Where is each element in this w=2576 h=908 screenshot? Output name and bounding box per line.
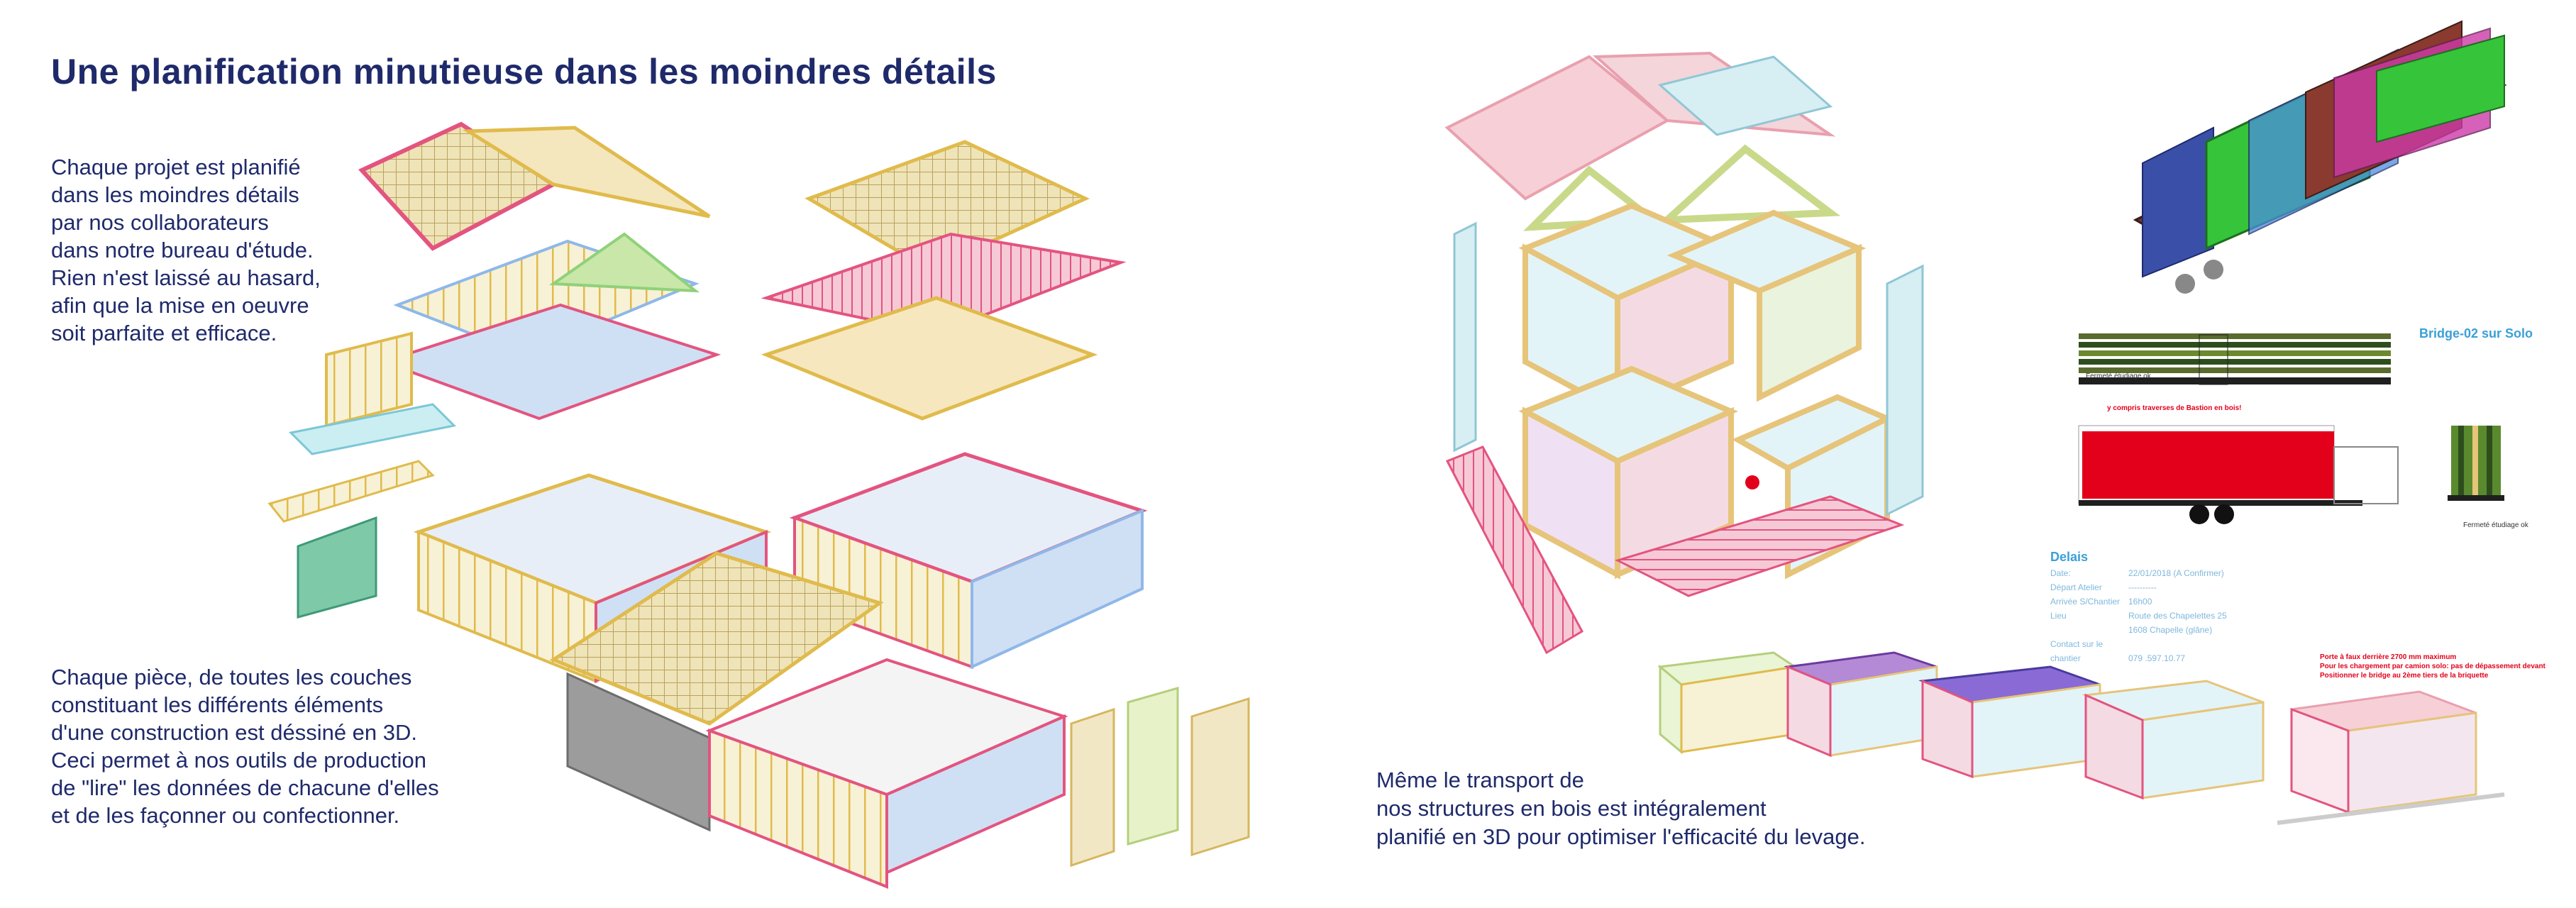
- delais-row: Date:22/01/2018 (A Confirmer): [2050, 568, 2224, 578]
- module-3: [1918, 665, 2101, 779]
- paragraph-line: Chaque projet est planifié: [51, 155, 301, 179]
- module-5: [2277, 690, 2505, 825]
- side-panel: [1453, 221, 1477, 453]
- roof-panel: [462, 126, 711, 218]
- wall-panel: [708, 729, 888, 889]
- delais-row: Départ Atelier----------: [2050, 582, 2157, 592]
- truck-loading-3d: [2133, 20, 2507, 294]
- wall-panel: [288, 403, 457, 455]
- wall-panel: [971, 509, 1144, 670]
- side-panel: [1886, 264, 1924, 516]
- deck: [1614, 495, 1905, 597]
- exploded-house-isometric: [1444, 51, 1924, 655]
- intro-paragraph: Chaque projet est planifié dans les moin…: [51, 153, 356, 347]
- paragraph-line: et de les façonner ou confectionner.: [51, 803, 400, 828]
- paragraph-line: Chaque pièce, de toutes les couches: [51, 665, 412, 690]
- facade-board: [1190, 697, 1250, 857]
- roof-panel: [549, 551, 884, 726]
- wall-panel: [885, 714, 1066, 875]
- floor-panel: [378, 303, 722, 421]
- wall-panel: [325, 331, 413, 428]
- paragraph-line: afin que la mise en oeuvre: [51, 293, 309, 318]
- facade-board: [1127, 687, 1179, 846]
- paragraph-line: de "lire" les données de chacune d'elles: [51, 775, 439, 800]
- footer-red-notes: Porte à faux derrière 2700 mm maximum Po…: [2320, 653, 2545, 680]
- truck-wheel: [2204, 260, 2223, 279]
- module-2: [1784, 651, 1938, 758]
- paragraph-line: soit parfaite et efficace.: [51, 321, 277, 345]
- paragraph-line: d'une construction est déssiné en 3D.: [51, 720, 418, 745]
- delais-title: Delais: [2050, 550, 2089, 564]
- paragraph-line: planifié en 3D pour optimiser l'efficaci…: [1376, 824, 1866, 849]
- roof-panel: [805, 140, 1090, 272]
- paragraph-line: Même le transport de: [1376, 768, 1584, 792]
- sheet-heading: Bridge-02 sur Solo: [2419, 326, 2533, 340]
- paragraph-line: Rien n'est laissé au hasard,: [51, 265, 321, 290]
- roof-structure: [761, 296, 1098, 421]
- page-title: Une planification minutieuse dans les mo…: [51, 52, 997, 92]
- paragraph-line: Ceci permet à nos outils de production: [51, 748, 427, 773]
- paragraph-line: par nos collaborateurs: [51, 210, 269, 235]
- transport-plan-sheet: Bridge-02 sur Solo Fermeté étudiage ok y…: [2050, 312, 2547, 709]
- trailer-elevation: [2078, 425, 2504, 524]
- 3d-modeling-paragraph: Chaque pièce, de toutes les couches cons…: [51, 663, 485, 829]
- module-box: [1757, 243, 1862, 402]
- gable-frame: [1657, 144, 1841, 224]
- panel-stack-elevation: [2079, 333, 2391, 385]
- delais-row: 1608 Chapelle (glâne): [2128, 625, 2213, 635]
- red-note: y compris traverses de Bastion en bois!: [2107, 404, 2242, 412]
- wall-panel: [267, 460, 435, 523]
- paragraph-line: constituant les différents éléments: [51, 692, 384, 717]
- roof-panel: [1657, 55, 1833, 136]
- label-right: Fermeté étudiage ok: [2463, 521, 2528, 529]
- facade-board: [1070, 707, 1115, 868]
- transport-modules-illustration: [1657, 651, 2505, 825]
- module-1: [1657, 651, 1798, 755]
- transport-paragraph: Même le transport de nos structures en b…: [1376, 766, 2015, 851]
- paragraph-line: nos structures en bois est intégralement: [1376, 796, 1767, 821]
- wall-panel: [566, 672, 711, 832]
- paragraph-line: dans les moindres détails: [51, 182, 299, 207]
- gable-panel: [549, 232, 700, 293]
- wall-panel: [297, 516, 377, 619]
- exploded-house-illustration: [267, 121, 1250, 889]
- module-4: [2082, 680, 2265, 800]
- delais-table: Date:22/01/2018 (A Confirmer) Départ Ate…: [2050, 566, 2227, 665]
- truck-wheel: [2175, 274, 2195, 294]
- anchor-point: [1745, 475, 1759, 489]
- deck: [1445, 445, 1583, 655]
- label-left: Fermeté étudiage ok: [2086, 372, 2151, 380]
- paragraph-line: dans notre bureau d'étude.: [51, 238, 314, 262]
- wall-panels-stack: [2142, 20, 2505, 278]
